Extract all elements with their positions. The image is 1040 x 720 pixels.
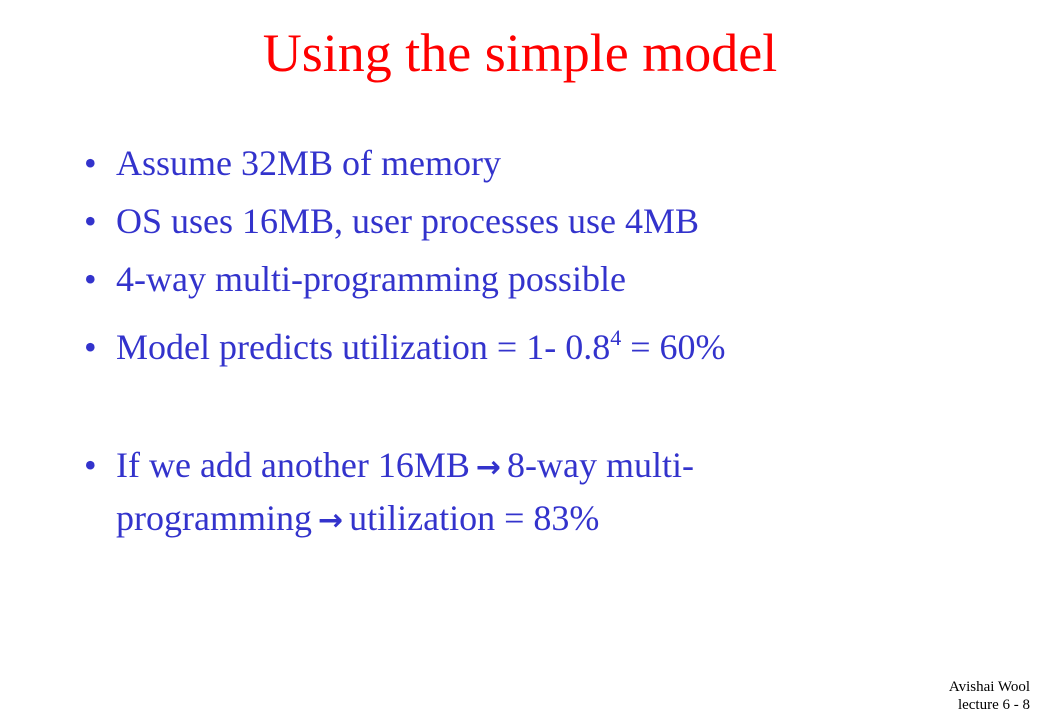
exponent: 4 <box>610 325 622 350</box>
bullet-marker: • <box>84 143 97 183</box>
bullet-line2-end: utilization = 83% <box>349 498 600 538</box>
formula-result: = 60% <box>621 327 726 367</box>
slide-footer: Avishai Wool lecture 6 - 8 <box>949 678 1030 714</box>
footer-author: Avishai Wool <box>948 679 1030 695</box>
bullet-text: OS uses 16MB, user processes use 4MB <box>116 201 699 241</box>
arrow-right-icon: → <box>317 503 344 538</box>
bullet-marker: • <box>84 201 97 241</box>
bullet-text: Assume 32MB of memory <box>116 143 501 183</box>
slide-title: Using the simple model <box>262 23 778 83</box>
bullet-marker: • <box>84 327 97 367</box>
bullet-text-multiline: If we add another 16MB→8-way multi-progr… <box>116 440 976 546</box>
arrow-right-icon: → <box>475 450 502 485</box>
bullet-line1-end: 8-way multi- <box>507 445 695 485</box>
bullet-text-formula: Model predicts utilization = 1- 0.84 = 6… <box>116 322 976 372</box>
footer-lecture: lecture 6 - 8 <box>957 697 1030 713</box>
bullet-marker: • <box>84 445 97 485</box>
bullet-line1-start: If we add another 16MB <box>116 445 470 485</box>
formula-text: Model predicts utilization = 1- 0.8 <box>116 327 611 367</box>
bullet-line2-start: programming <box>116 498 312 538</box>
bullet-text: 4-way multi-programming possible <box>116 259 626 299</box>
bullet-marker: • <box>84 259 97 299</box>
